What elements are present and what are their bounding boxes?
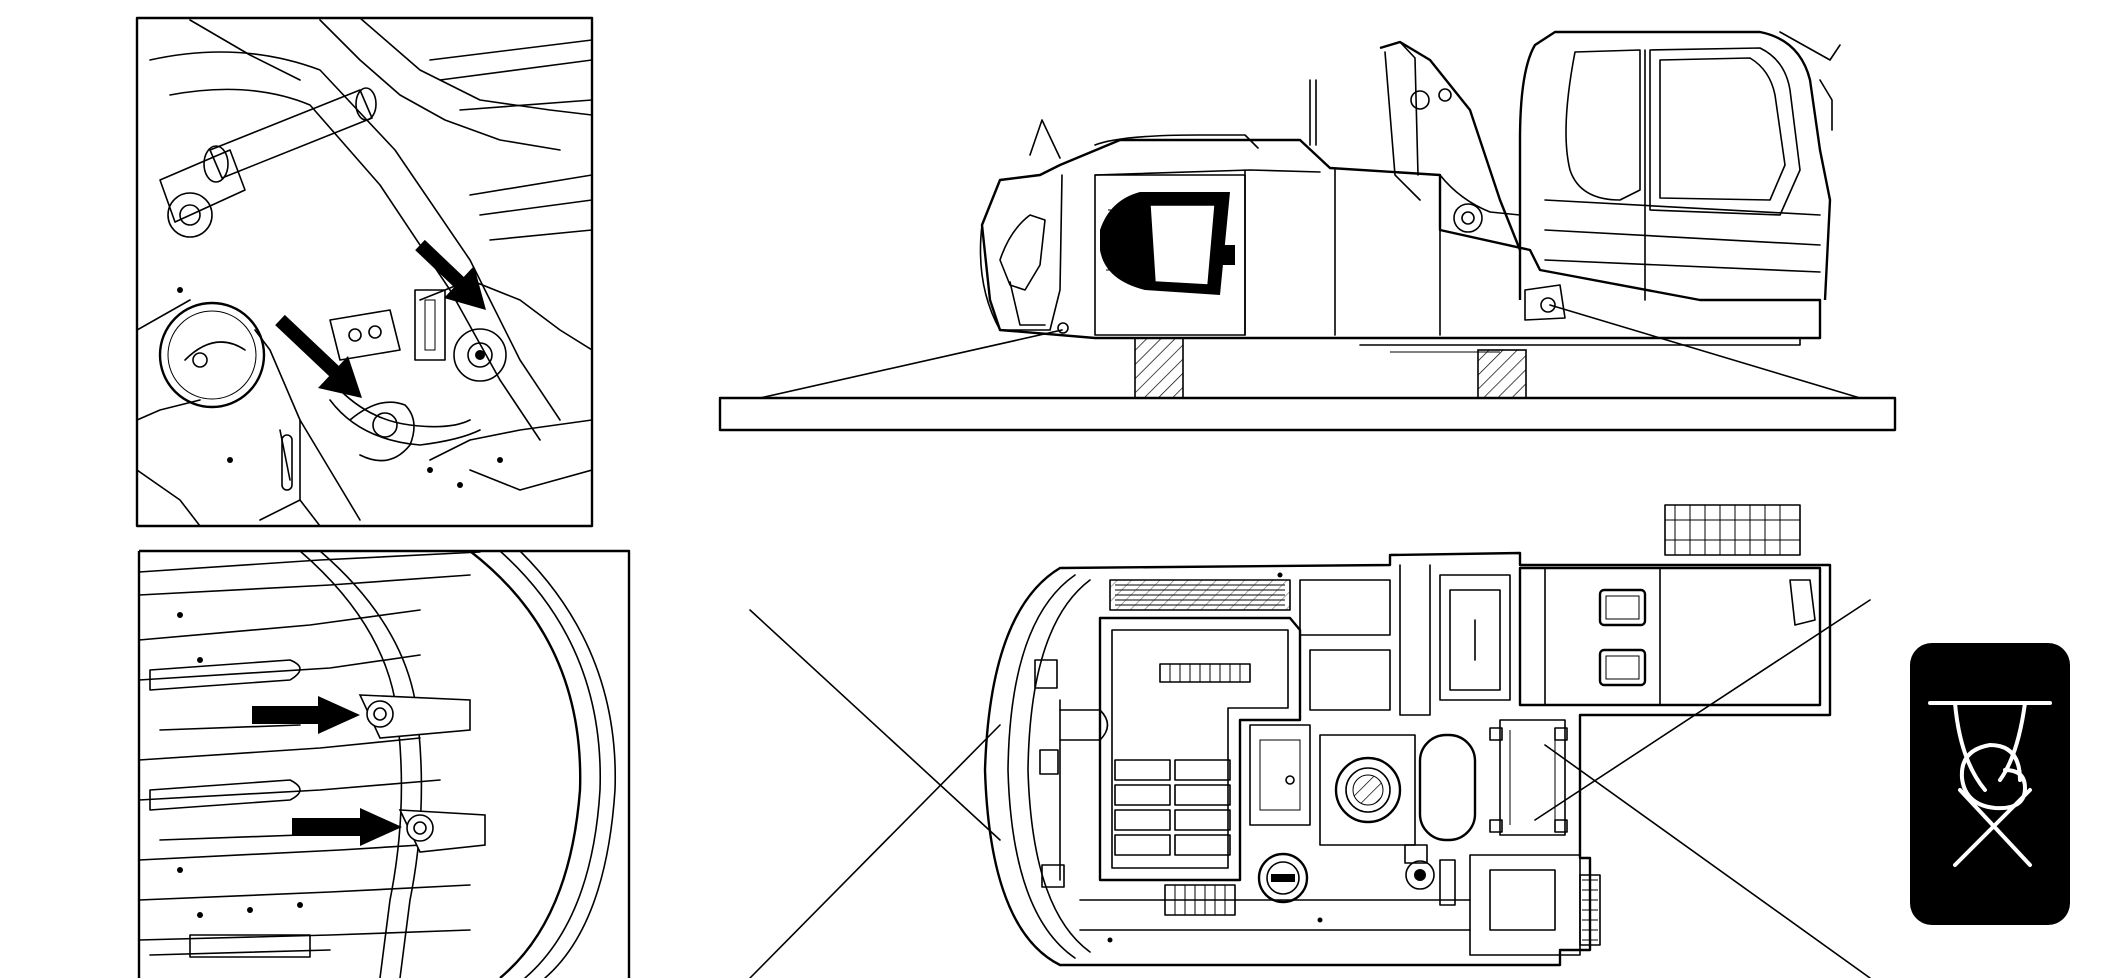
detail-view-rear-lifting-point	[137, 549, 631, 978]
battery-pack	[1114, 759, 1231, 856]
arrow-marker-3	[252, 696, 360, 734]
detail-view-front-lifting-point	[135, 16, 594, 528]
detail-frame-a	[135, 16, 594, 528]
lifting-symbol-background	[1910, 643, 2070, 925]
sling-left	[759, 329, 1063, 399]
sling-top-right-2	[1544, 744, 1871, 978]
arrow-marker-1	[275, 314, 362, 398]
sling-top-left-2	[749, 724, 1001, 978]
sling-top-left-1	[749, 609, 1001, 841]
arrow-marker-2	[415, 239, 486, 310]
sling-top-right-1	[1534, 599, 1871, 821]
top-plan-view	[749, 504, 1871, 978]
lifting-sling-icon	[1928, 701, 2052, 867]
side-elevation-view	[718, 30, 1897, 432]
lifting-symbol	[1910, 643, 2070, 925]
support-block-left	[1134, 337, 1184, 399]
sling-right	[1549, 304, 1861, 399]
support-block-right	[1477, 349, 1527, 399]
detail-frame-b	[139, 549, 631, 978]
arrow-marker-4	[292, 808, 402, 846]
support-beam	[718, 396, 1897, 432]
